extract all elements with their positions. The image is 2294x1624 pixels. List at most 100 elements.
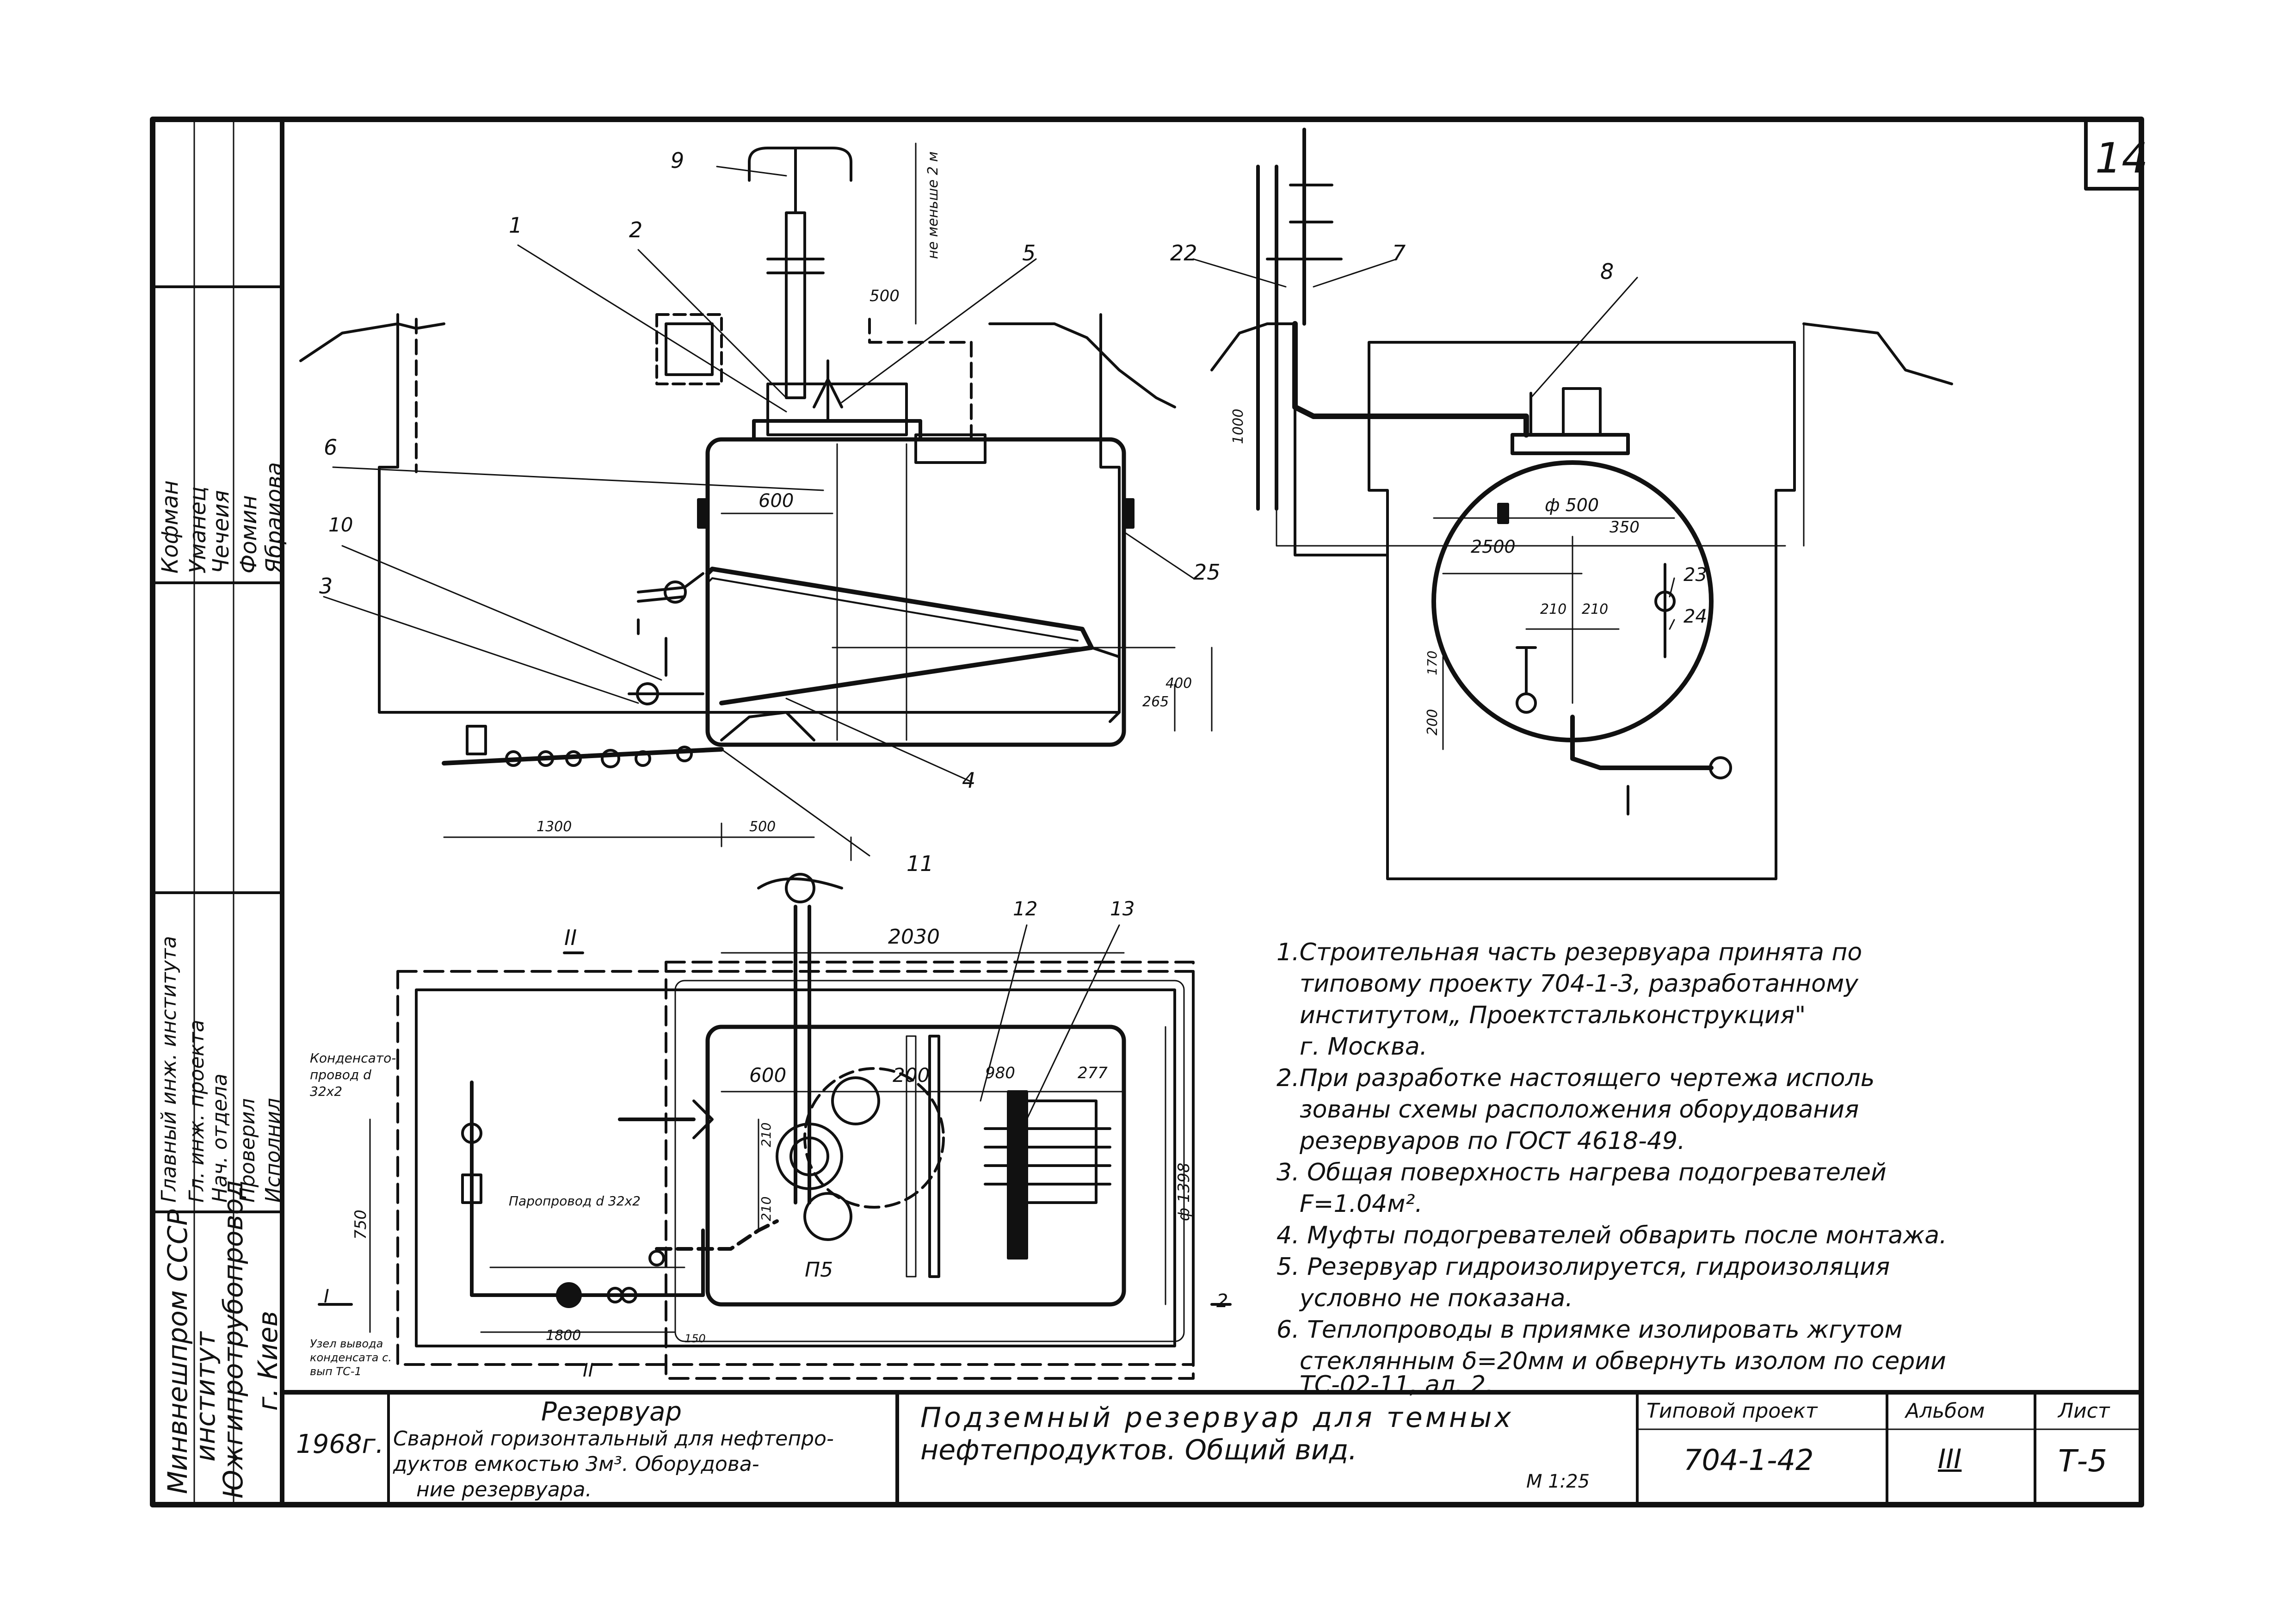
title-sheet-number: Т-5 (2058, 1443, 2108, 1479)
title-drawing-name-1: Подземный резервуар для темных (920, 1402, 1514, 1434)
name-2: Уманец (185, 486, 211, 574)
role-dept-head: Нач. отдела (208, 1073, 232, 1203)
section-mark-right: 2 (1216, 1291, 1228, 1312)
callout-13: 13 (1110, 897, 1135, 920)
name-5: Ябраиова (261, 462, 287, 574)
callout-10: 10 (328, 513, 353, 536)
dim-500-vertical: 500 (870, 287, 900, 305)
dim-plan-200: 200 (893, 1064, 930, 1087)
note-line-2: типовому проекту 704-1-3, разработанному (1300, 970, 1858, 998)
dim-170: 170 (1424, 650, 1440, 675)
dim-350: 350 (1610, 518, 1640, 537)
callout-6: 6 (324, 435, 338, 460)
callout-9: 9 (671, 148, 684, 173)
title-object-name: Резервуар (541, 1397, 682, 1427)
dim-plan-1800: 1800 (546, 1328, 581, 1344)
note-line-9: F=1.04м². (1300, 1190, 1423, 1218)
dim-plan-277: 277 (1078, 1064, 1108, 1082)
section-mark-bottom: II (583, 1360, 594, 1381)
dim-above-ground: не меньше 2 м (925, 151, 941, 259)
label-condensate-pipe: Конденсато-провод d 32x2 (310, 1050, 396, 1099)
callout-25: 24 (1684, 606, 1707, 627)
dim-plan-1398: ф 1398 (1175, 1162, 1193, 1221)
section-mark-left: I (324, 1286, 329, 1307)
callout-22: 22 (1170, 241, 1197, 266)
role-executed: Исполнил (261, 1098, 285, 1203)
note-line-11: 5. Резервуар гидроизолируется, гидроизол… (1276, 1253, 1890, 1281)
title-album-label: Альбом (1906, 1399, 1985, 1423)
label-steam-pipe: Паропровод d 32x2 (509, 1193, 641, 1209)
title-scale: М 1:25 (1526, 1471, 1590, 1492)
dim-1000: 1000 (1230, 408, 1246, 444)
note-line-8: 3. Общая поверхность нагрева подогревате… (1276, 1159, 1887, 1186)
dim-phi500: ф 500 (1545, 495, 1599, 515)
plan-view (318, 873, 1232, 1380)
note-line-3: институтом„ Проектстальконструкция" (1300, 1001, 1806, 1029)
dim-210-right: 210 (1582, 601, 1609, 617)
callout-23: 25 (1193, 560, 1221, 585)
tank-body (705, 437, 1126, 747)
plan-tank (705, 1025, 1126, 1307)
dim-200: 200 (1424, 709, 1441, 735)
title-project-label: Типовой проект (1646, 1399, 1818, 1423)
dim-600: 600 (758, 490, 794, 512)
name-3: Чечеия (208, 490, 234, 574)
dim-2030: 2030 (888, 925, 940, 949)
title-drawing-name-2: нефтепродуктов. Общий вид. (920, 1434, 1357, 1466)
note-line-12: условно не показана. (1300, 1284, 1573, 1312)
dim-plan-600: 600 (749, 1064, 787, 1087)
dim-plan-750: 750 (352, 1210, 370, 1240)
plan-p5: П5 (805, 1258, 833, 1282)
dim-400: 400 (1166, 675, 1192, 692)
dim-plan-150: 150 (684, 1332, 706, 1345)
callout-8: 8 (1600, 259, 1614, 284)
title-year: 1968г. (296, 1429, 384, 1459)
outer-frame (150, 117, 2144, 1507)
org-line-1: Минвнешпром СССР (162, 1209, 193, 1494)
callout-leaders (323, 166, 1675, 1120)
note-line-4: г. Москва. (1300, 1033, 1428, 1061)
label-drain-node: Узел вывода конденсата с. вып ТС-1 (310, 1337, 392, 1378)
role-project-engineer: Гл. инж. проекта (185, 1019, 209, 1203)
dim-2500: 2500 (1471, 537, 1516, 557)
callout-5: 5 (1022, 241, 1036, 266)
title-album-number: III (1938, 1443, 1962, 1475)
dim-plan-980: 980 (985, 1064, 1015, 1082)
callout-7: 7 (1392, 241, 1406, 266)
dim-1300: 1300 (536, 819, 572, 835)
name-1: Кофман (157, 480, 183, 574)
note-line-7: резервуаров по ГОСТ 4618-49. (1300, 1127, 1685, 1155)
section-view-transverse (1210, 128, 1953, 880)
note-line-14: стеклянным δ=20мм и обвернуть изолом по … (1300, 1347, 1946, 1375)
section-mark-top: II (564, 925, 577, 950)
dim-plan-210: 210 (758, 1122, 774, 1147)
note-line-13: 6. Теплопроводы в приямке изолировать жг… (1276, 1316, 1903, 1344)
name-4: Фомин (236, 495, 262, 574)
dim-500-horizontal: 500 (749, 819, 776, 835)
sheet-number-box (2084, 117, 2143, 191)
org-line-4: г. Киев (252, 1310, 284, 1411)
callout-3: 3 (319, 574, 333, 599)
note-line-10: 4. Муфты подогревателей обварить после м… (1276, 1222, 1947, 1249)
callout-4: 4 (962, 768, 976, 793)
title-object-desc-2: дуктов емкостью 3м³. Оборудова- (393, 1452, 759, 1476)
dim-265: 265 (1142, 694, 1169, 710)
section-view-longitudinal (299, 142, 1213, 861)
title-sheet-label: Лист (2058, 1399, 2110, 1423)
callout-24: 23 (1684, 564, 1707, 586)
callout-2: 2 (629, 217, 643, 242)
role-chief-engineer: Главный инж. института (157, 936, 181, 1203)
title-project-number: 704-1-42 (1684, 1443, 1814, 1477)
dim-plan-210b: 210 (758, 1196, 774, 1221)
callout-11: 11 (906, 851, 934, 876)
note-line-15: ТС-02-11, ал. 2. (1300, 1371, 1493, 1399)
title-object-desc-1: Сварной горизонтальный для нефтепро- (393, 1427, 834, 1451)
callout-12: 12 (1013, 897, 1038, 920)
org-line-3: Южгипротрубопровод (217, 1179, 249, 1499)
dim-210-left: 210 (1540, 601, 1567, 617)
role-checked: Проверил (236, 1098, 259, 1203)
note-line-5: 2.При разработке настоящего чертежа испо… (1276, 1064, 1875, 1092)
org-line-2: институт (190, 1332, 221, 1462)
sheet-corner-number: 14 (2095, 134, 2148, 183)
